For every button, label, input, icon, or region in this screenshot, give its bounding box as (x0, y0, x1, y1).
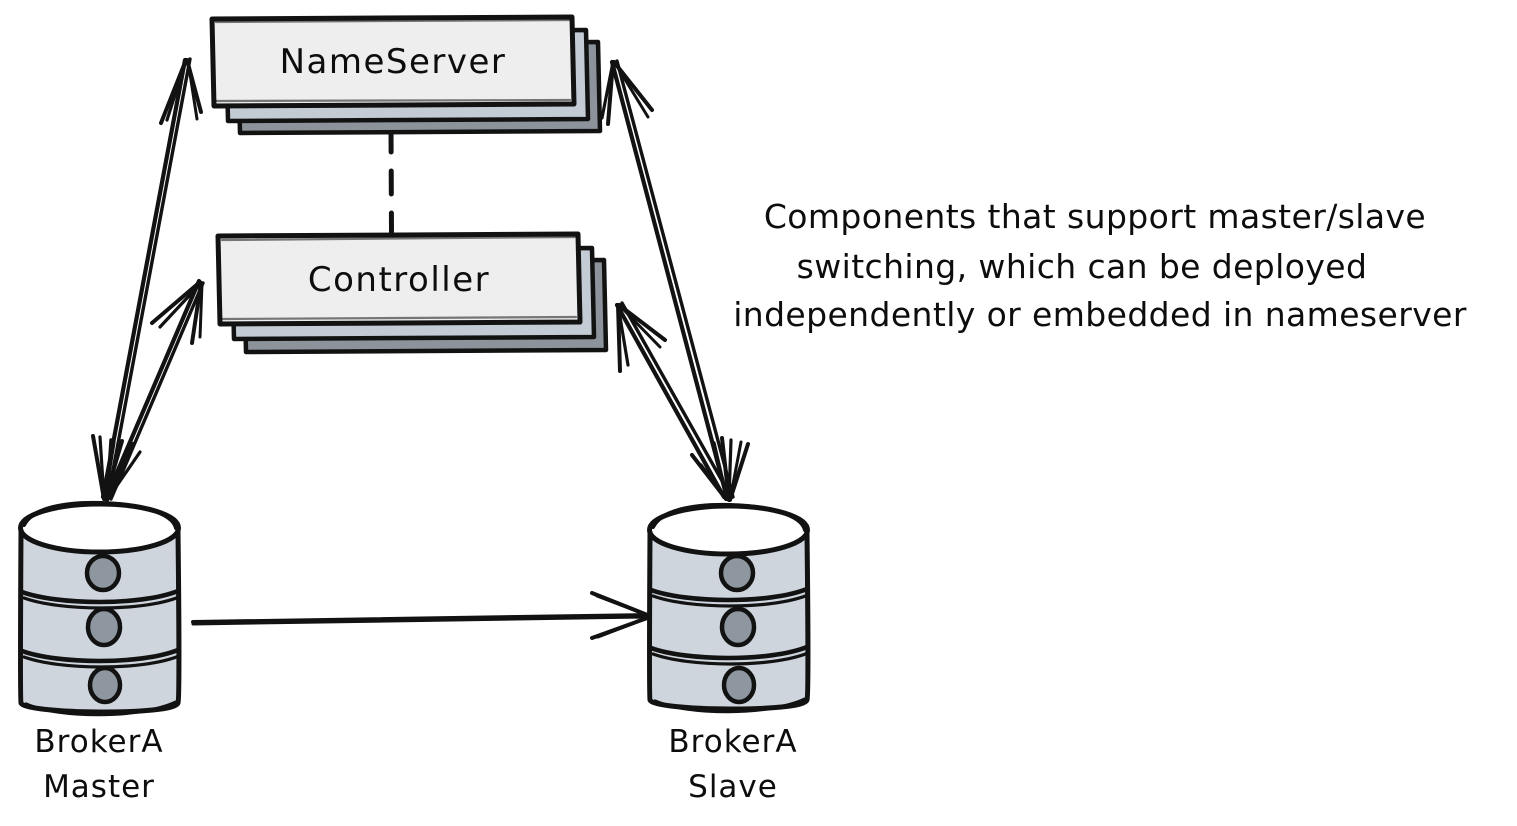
broker-master-label-line2: Master (43, 769, 155, 805)
node-broker-master[interactable]: BrokerA Master (18, 500, 182, 805)
nameserver-label: NameServer (280, 42, 507, 82)
broker-slave-hole-1 (718, 553, 756, 593)
broker-master-hole-2 (85, 606, 123, 648)
broker-master-cylinder (18, 500, 182, 717)
connector-nameserver-to-controller (388, 126, 394, 235)
annotation-master-slave-switching: Components that support master/slave swi… (733, 197, 1467, 334)
node-broker-slave[interactable]: BrokerA Slave (647, 502, 811, 805)
connector-master-to-nameserver (91, 57, 203, 501)
broker-master-label-line1: BrokerA (34, 724, 163, 760)
broker-slave-hole-3 (721, 665, 757, 705)
broker-slave-hole-2 (719, 606, 757, 648)
broker-slave-label-line2: Slave (688, 769, 778, 805)
annotation-line-3: independently or embedded in nameserver (733, 295, 1467, 334)
controller-label: Controller (308, 260, 490, 300)
connector-slave-to-nameserver (600, 59, 750, 502)
controller-stack-layer-front (215, 231, 583, 327)
broker-master-hole-1 (84, 553, 122, 593)
connector-master-to-slave (191, 591, 652, 640)
node-nameserver[interactable]: NameServer (209, 14, 603, 136)
connector-slave-to-controller (614, 301, 732, 501)
annotation-line-2: switching, which can be deployed (797, 247, 1368, 286)
node-controller[interactable]: Controller (215, 231, 609, 355)
nameserver-stack-layer-front (209, 14, 577, 109)
connector-master-to-controller (103, 278, 205, 502)
annotation-line-1: Components that support master/slave (764, 197, 1426, 236)
broker-slave-cylinder (647, 502, 811, 714)
broker-slave-label-line1: BrokerA (668, 724, 797, 760)
broker-master-hole-3 (87, 665, 123, 705)
